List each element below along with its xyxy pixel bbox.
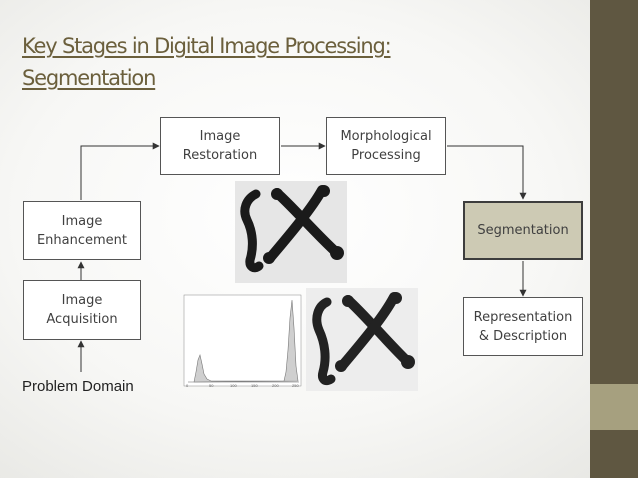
arrow-morphological-to-segmentation	[447, 145, 527, 200]
segmentation-label: Segmentation	[477, 223, 569, 238]
representation-description-box: Representation & Description	[463, 297, 583, 356]
morphological-processing-box: Morphological Processing	[326, 117, 446, 175]
original-image	[306, 288, 418, 391]
slide-title-line2: Segmentation	[22, 66, 156, 90]
svg-text:100: 100	[230, 383, 237, 388]
svg-text:250: 250	[292, 383, 299, 388]
svg-text:200: 200	[272, 383, 279, 388]
image-acquisition-box: Image Acquisition	[23, 280, 141, 340]
slide-title: Key Stages in Digital Image Processing: …	[22, 30, 392, 94]
image-restoration-box: Image Restoration	[160, 117, 280, 175]
problem-domain-label: Problem Domain	[22, 378, 134, 395]
morphological-processing-label: Morphological Processing	[340, 129, 432, 163]
segmentation-box: Segmentation	[463, 201, 583, 260]
image-enhancement-label: Image Enhancement	[36, 213, 128, 248]
representation-description-label: Representation & Description	[473, 309, 573, 344]
image-restoration-label: Image Restoration	[182, 129, 258, 163]
image-enhancement-box: Image Enhancement	[23, 201, 141, 260]
svg-text:50: 50	[209, 383, 214, 388]
histogram-image: 0 50 100 150 200 250	[183, 294, 302, 388]
image-acquisition-label: Image Acquisition	[46, 293, 118, 327]
svg-text:0: 0	[186, 383, 189, 388]
svg-text:150: 150	[251, 383, 258, 388]
slide-title-line1: Key Stages in Digital Image Processing:	[22, 34, 392, 58]
segmented-image	[235, 181, 347, 283]
arrow-enhancement-to-restoration	[80, 142, 160, 200]
decorative-side-accent	[590, 384, 638, 430]
